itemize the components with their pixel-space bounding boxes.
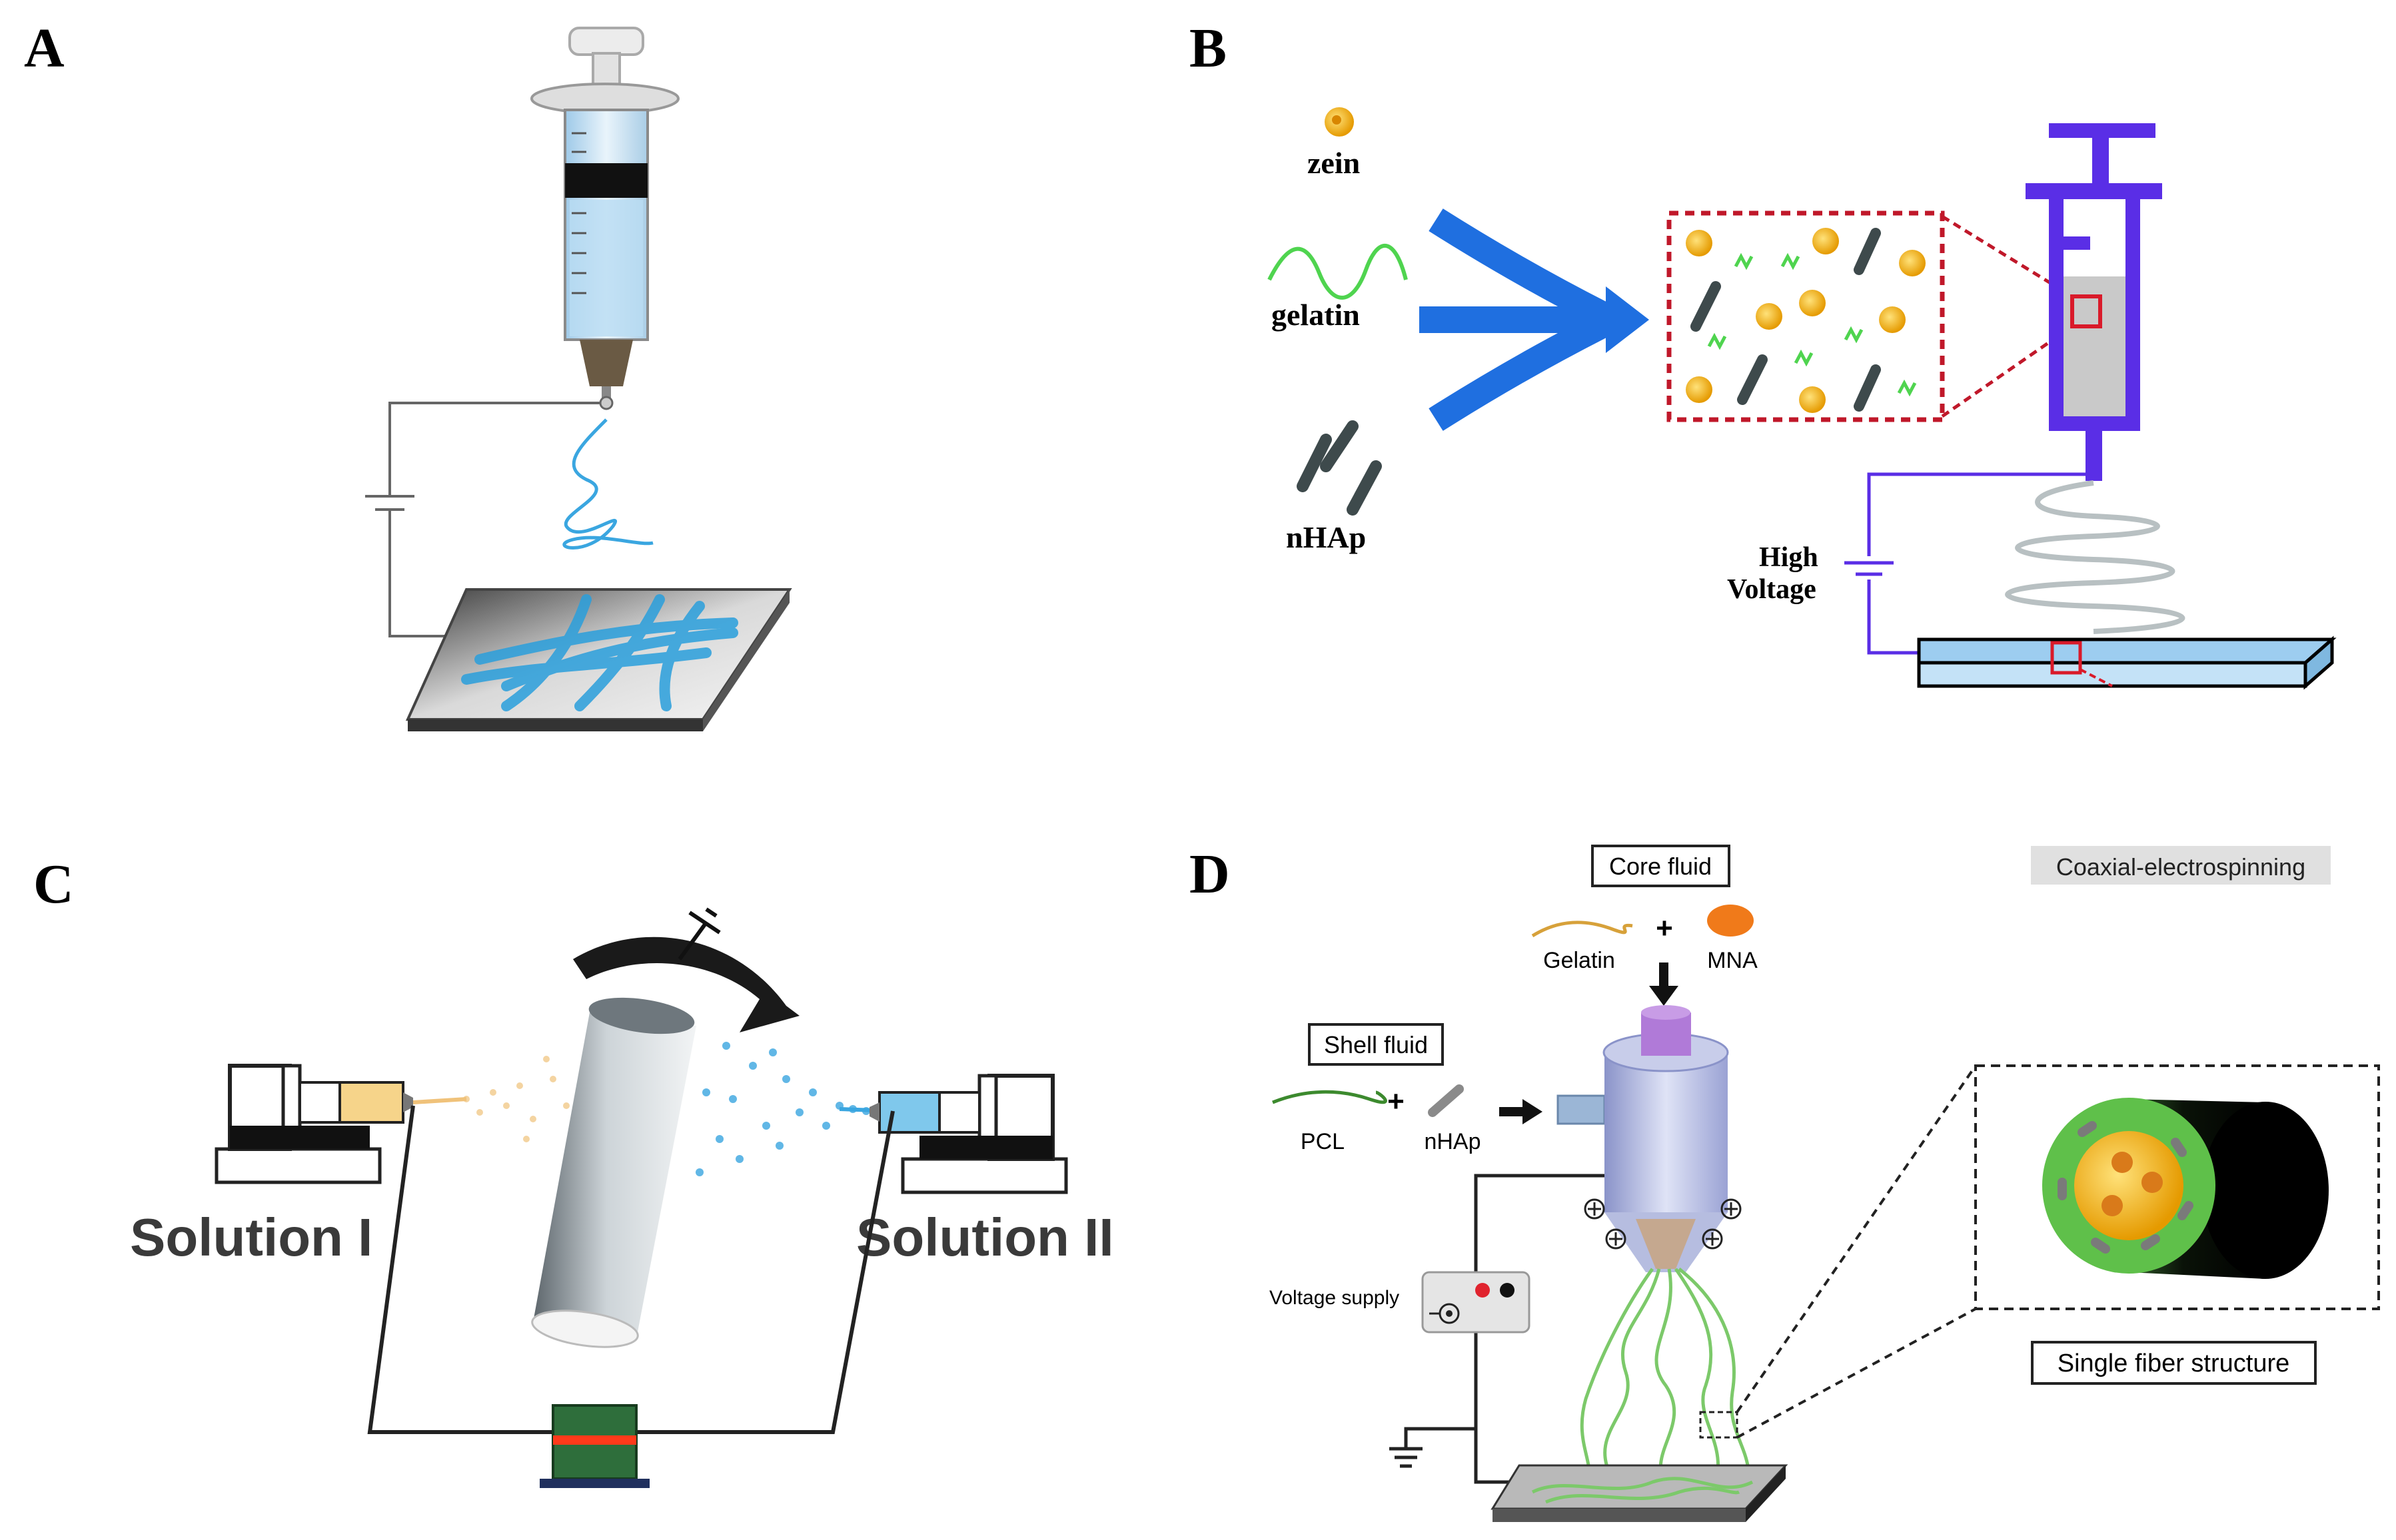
label-voltage-supply: Voltage supply: [1269, 1287, 1399, 1309]
zoom-link-lines-d: [1736, 1064, 1977, 1439]
label-gelatin-d: Gelatin: [1543, 948, 1615, 973]
plus-charges-icon: [1584, 1198, 1742, 1250]
pcl-wave-icon: [1272, 1090, 1387, 1104]
panel-b: B zein gelatin nHAp: [1189, 17, 2337, 690]
title-box-d: [2031, 846, 2331, 885]
circuit-wire-b: [1844, 472, 2094, 655]
label-gelatin: gelatin: [1271, 298, 1360, 332]
label-coaxial-title: Coaxial-electrospinning: [2056, 853, 2305, 881]
spray-right-c: [696, 1042, 870, 1176]
panel-a: A: [24, 17, 792, 731]
gelatin-wave-icon: [1267, 243, 1408, 300]
circuit-wire-d: [1389, 1174, 1604, 1484]
label-core-fluid: Core fluid: [1609, 853, 1712, 880]
label-nhap-d: nHAp: [1424, 1129, 1481, 1154]
label-pcl: PCL: [1301, 1129, 1345, 1154]
collector-plate-b: [1917, 635, 2337, 690]
fiber-coil-b: [2005, 480, 2185, 634]
fiber-jets-d: [1580, 1268, 1751, 1499]
single-fiber-box: [2031, 1341, 2317, 1385]
plus-core: +: [1656, 912, 1673, 945]
ground-symbol-c: [678, 907, 721, 961]
label-solution-i: Solution I: [130, 1208, 372, 1267]
label-solution-ii: Solution II: [856, 1208, 1114, 1267]
collector-plate-d: [1491, 1464, 1788, 1522]
panel-d: D Coaxial-electrospinning Core fluid Gel…: [1189, 843, 2380, 1522]
panel-letter-a: A: [24, 17, 65, 79]
label-high-voltage-1: High: [1759, 542, 1818, 573]
rotating-drum-c: [531, 997, 696, 1348]
mna-particle-icon: [1707, 905, 1754, 937]
panel-letter-c: C: [33, 853, 74, 915]
rotation-arrow-icon: [573, 937, 800, 1032]
mixture-inset-box: [1666, 210, 1945, 422]
panel-letter-b: B: [1189, 17, 1227, 79]
plus-shell: +: [1387, 1085, 1405, 1118]
nhap-rod-icon-d: [1428, 1084, 1464, 1117]
label-shell-fluid: Shell fluid: [1324, 1031, 1428, 1058]
fiber-zoom-marker: [1699, 1411, 1738, 1439]
syringe-pump-right-c: [870, 1074, 1068, 1194]
nhap-rods-icon: [1297, 420, 1382, 516]
down-arrow-icon: [1649, 962, 1678, 1006]
coaxial-nozzle: [1556, 1005, 1729, 1272]
core-fluid-box: [1591, 845, 1730, 887]
merge-arrow-head: [1606, 286, 1649, 353]
panel-letter-d: D: [1189, 843, 1230, 905]
fiber-jet-a: [562, 418, 654, 550]
shell-fluid-box: [1308, 1023, 1444, 1066]
gelatin-wave-icon-d: [1531, 921, 1633, 938]
right-arrow-icon: [1499, 1099, 1542, 1124]
zein-particle-icon: [1325, 107, 1354, 137]
syringe-icon: [530, 27, 680, 410]
power-supply-c: [540, 1404, 650, 1488]
collector-plate-a: [405, 588, 792, 731]
label-zein: zein: [1307, 146, 1360, 180]
label-nhap-b: nHAp: [1286, 520, 1366, 554]
label-high-voltage-2: Voltage: [1727, 574, 1816, 605]
syringe-icon-b: [2026, 123, 2162, 481]
single-fiber-cross-section: [2042, 1098, 2329, 1279]
circuit-wire-c: [367, 1105, 895, 1434]
voltage-supply-icon: [1421, 1271, 1530, 1334]
merge-arrow-icon: [1419, 208, 1618, 431]
syringe-pump-left-c: [215, 1064, 413, 1184]
label-mna: MNA: [1707, 948, 1758, 973]
panel-c: C: [33, 853, 1114, 1488]
label-single-fiber: Single fiber structure: [2058, 1349, 2290, 1377]
